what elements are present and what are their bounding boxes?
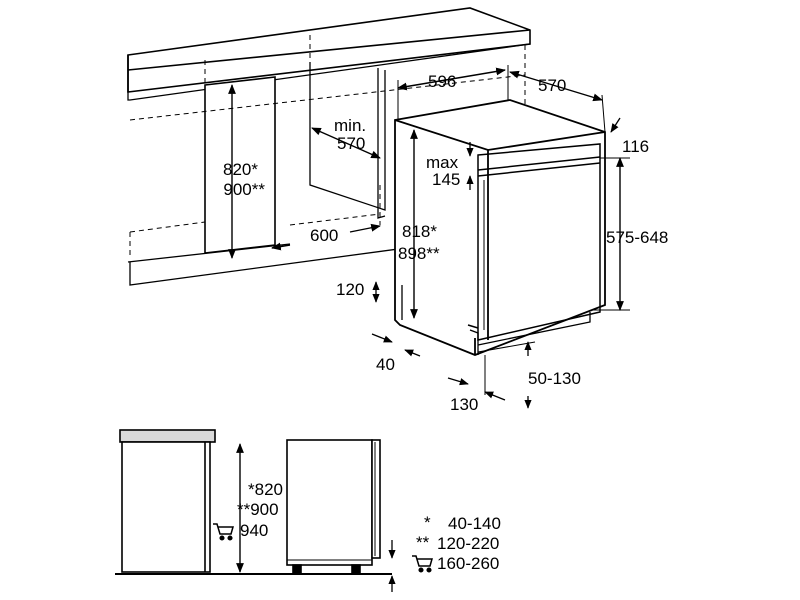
label-cabinet-height-std: 820* [223,160,258,179]
label-niche-width: 600 [310,226,339,245]
label-width: 596 [428,72,457,91]
label-door-height-range: 575-648 [606,228,669,247]
door-offset-arrow [610,117,621,133]
depth-arrow [509,70,603,102]
width-arrow [397,67,506,91]
label-cabinet-height-tall: 900** [223,180,265,199]
label-plinth-recess: 40 [376,355,395,374]
label-side-height-std: *820 [248,480,283,499]
label-height-tall: 898** [398,244,440,263]
plinth-recess-arrow-b [404,349,421,357]
legend-value-cart: 160-260 [437,554,500,573]
toe-depth-arrow-b [484,391,506,401]
label-toe-depth: 130 [450,395,479,414]
label-side-height-cart: 940 [240,521,269,540]
cabinet-outline [127,43,531,286]
label-depth: 570 [538,76,567,95]
dishwasher-plinth [401,285,591,355]
label-side-height-tall: **900 [237,500,279,519]
depth-ext [601,94,606,133]
label-panel-gap-max: max [426,153,459,172]
legend-marker-tall: ** [416,533,430,552]
label-height-std: 818* [402,222,437,241]
cart-icon [213,523,234,541]
legend-marker-std: * [424,513,431,532]
side-view-dishwasher [286,439,381,575]
niche-width-arrow-right [271,242,291,251]
niche-width-arrow-left [349,223,381,233]
legend-value-tall: 120-220 [437,534,500,553]
dishwasher [394,99,606,356]
dishwasher-door [467,143,601,341]
niche-depth-arrow [311,127,381,159]
cart-icon-legend [412,555,433,573]
label-niche-depth-min: min. [334,116,367,135]
label-door-offset: 116 [622,137,650,156]
plinth-recess-arrow-a [371,333,393,343]
label-foot-adjust: 50-130 [528,369,581,388]
label-panel-gap-value: 145 [432,170,461,189]
label-niche-depth-value: 570 [337,134,366,153]
side-view-cabinet [119,429,216,573]
legend-value-std: 40-140 [448,514,501,533]
toe-depth-arrow-a [447,377,469,386]
worktop [127,7,531,93]
foot-adjust-ext [477,341,536,353]
label-plinth-height: 120 [336,280,365,299]
